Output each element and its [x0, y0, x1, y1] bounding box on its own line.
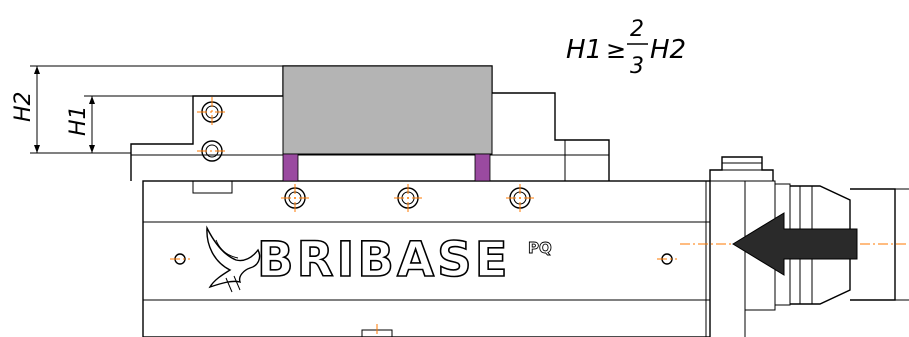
bolt-body-1	[281, 184, 309, 212]
dimension-h1-label: H1	[66, 105, 91, 136]
dimension-h2	[30, 65, 283, 154]
model-label: PQ	[528, 239, 552, 257]
support-pad-right	[474, 153, 491, 182]
bolt-upper-1	[197, 97, 227, 127]
dimension-h2-label: H2	[11, 91, 36, 122]
formula-relation: ≥	[606, 36, 626, 64]
height-ratio-formula: H1 ≥ 2 3 H2	[566, 17, 686, 79]
side-hole-left	[170, 253, 190, 265]
bolt-body-2	[394, 184, 422, 212]
bolt-body-3	[506, 184, 534, 212]
vise-body	[142, 180, 711, 337]
formula-lhs: H1	[566, 35, 602, 65]
force-arrow	[732, 212, 858, 276]
support-pad-left	[282, 153, 299, 182]
bolt-upper-2	[197, 140, 227, 162]
formula-rhs: H2	[650, 35, 686, 65]
formula-numerator: 2	[630, 17, 644, 42]
brand-name: BRIBASE	[257, 232, 511, 288]
workpiece-block	[282, 65, 493, 155]
side-hole-right	[657, 253, 677, 265]
dimension-h1	[84, 95, 193, 153]
eagle-logo	[206, 225, 261, 293]
bottom-slot	[361, 324, 393, 337]
formula-denominator: 3	[630, 54, 644, 79]
